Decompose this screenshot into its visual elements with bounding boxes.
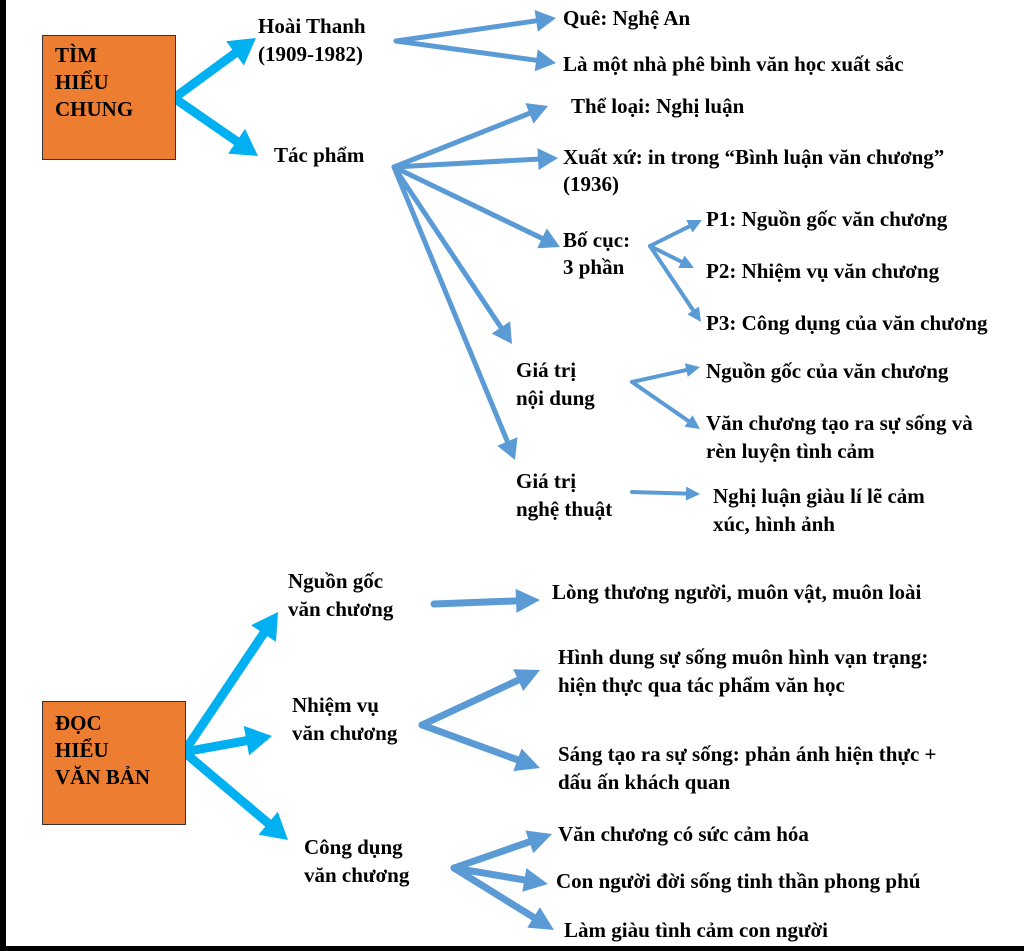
work-label: Tác phẩm — [274, 143, 365, 167]
arrow-to-role — [393, 38, 556, 72]
part2-text: P2: Nhiệm vụ văn chương — [706, 259, 940, 283]
art-value-line2: nghệ thuật — [516, 497, 613, 521]
part3-text: P3: Công dụng của văn chương — [706, 311, 988, 335]
lit-task-line1: Nhiệm vụ — [292, 693, 379, 717]
arrow-to-art-item — [630, 486, 700, 501]
arrow-to-lit-use-item1 — [450, 830, 552, 872]
lit-origin-line1: Nguồn gốc — [288, 569, 384, 593]
bottom-border-bar — [0, 946, 1024, 951]
arrow-to-lit-origin — [179, 612, 278, 757]
lit-task-item1-line1: Hình dung sự sống muôn hình vạn trạng: — [558, 645, 929, 669]
hometown-text: Quê: Nghệ An — [563, 6, 691, 30]
origin-text-line1: Xuất xứ: in trong “Bình luận văn chương” — [563, 145, 945, 169]
lit-use-item3: Làm giàu tình cảm con người — [564, 918, 829, 942]
arrow-to-content-item1 — [630, 363, 700, 384]
lit-task-item1-line2: hiện thực qua tác phẩm văn học — [558, 673, 845, 697]
arrow-to-part3 — [648, 244, 701, 322]
arrow-to-lit-use-item2 — [450, 864, 548, 892]
author-years: (1909-1982) — [258, 42, 363, 66]
lit-task-line2: văn chương — [292, 721, 398, 745]
structure-label-line2: 3 phần — [563, 255, 625, 279]
content-item2-line2: rèn luyện tình cảm — [706, 439, 875, 463]
genre-text: Thể loại: Nghị luận — [571, 94, 745, 118]
arrow-to-lit-use-item3 — [450, 864, 554, 930]
author-name: Hoài Thanh — [258, 14, 366, 38]
lit-use-item1: Văn chương có sức cảm hóa — [558, 822, 809, 846]
arrow-to-lit-origin-item — [430, 588, 540, 613]
section2-box-label: ĐỌC HIỂU VĂN BẢN — [55, 711, 151, 789]
content-value-line2: nội dung — [516, 386, 595, 410]
arrow-to-author — [169, 38, 256, 103]
lit-origin-item: Lòng thương người, muôn vật, muôn loài — [552, 580, 922, 604]
section2-box: ĐỌC HIỂU VĂN BẢN — [42, 701, 186, 825]
arrow-to-art-value — [391, 164, 518, 460]
arrow-to-genre — [391, 103, 548, 170]
art-value-line1: Giá trị — [516, 469, 577, 493]
arrow-to-part1 — [648, 220, 702, 248]
art-item-line2: xúc, hình ảnh — [713, 512, 835, 536]
arrow-to-origin — [391, 148, 558, 171]
lit-task-item2-line2: dấu ấn khách quan — [558, 770, 731, 794]
arrow-to-content-item2 — [630, 380, 700, 429]
arrow-to-work — [169, 93, 258, 156]
content-item2-line1: Văn chương tạo ra sự sống và — [706, 411, 973, 435]
role-text: Là một nhà phê bình văn học xuất sắc — [563, 52, 904, 76]
left-border-bar — [0, 0, 6, 951]
arrow-to-hometown — [393, 10, 556, 44]
content-value-line1: Giá trị — [516, 358, 577, 382]
structure-label-line1: Bố cục: — [563, 228, 631, 252]
arrow-to-part2 — [648, 244, 694, 268]
part1-text: P1: Nguồn gốc văn chương — [706, 207, 948, 231]
lit-use-line2: văn chương — [304, 863, 410, 887]
content-item1-text: Nguồn gốc của văn chương — [706, 359, 949, 383]
lit-origin-line2: văn chương — [288, 597, 394, 621]
arrow-to-lit-task-item1 — [418, 669, 540, 729]
arrow-to-lit-use — [179, 747, 288, 840]
arrow-to-content-value — [391, 164, 512, 344]
lit-task-item2-line1: Sáng tạo ra sự sống: phản ánh hiện thực … — [558, 742, 937, 766]
arrow-to-lit-task — [179, 725, 272, 757]
origin-text-line2: (1936) — [563, 172, 619, 196]
section1-box: TÌM HIỂU CHUNG — [42, 35, 176, 160]
lit-use-item2: Con người đời sống tinh thần phong phú — [556, 869, 921, 893]
section1-box-label: TÌM HIỂU CHUNG — [55, 43, 134, 121]
lit-use-line1: Công dụng — [304, 835, 403, 859]
art-item-line1: Nghị luận giàu lí lẽ cảm — [713, 484, 925, 508]
arrow-to-structure — [391, 164, 560, 249]
arrow-to-lit-task-item2 — [418, 721, 540, 772]
